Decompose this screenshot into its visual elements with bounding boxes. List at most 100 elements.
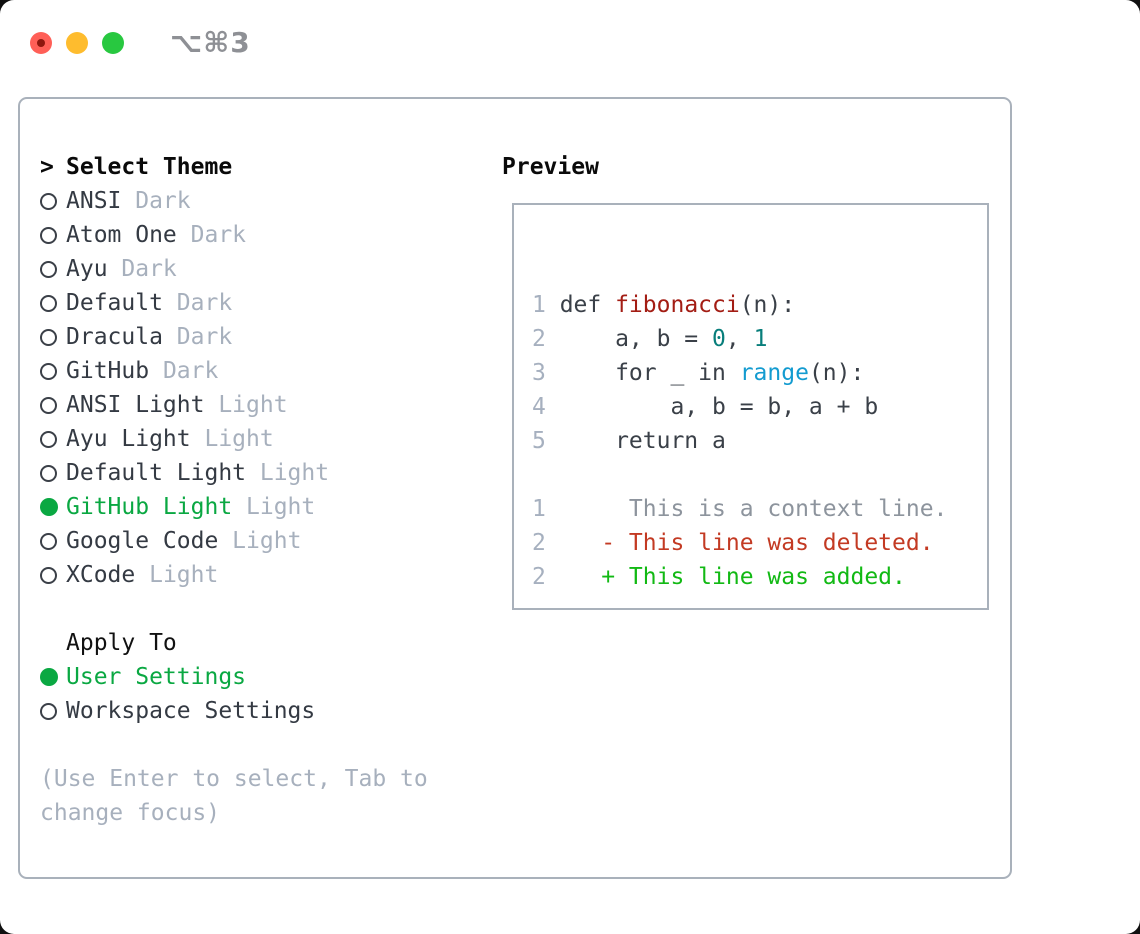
- theme-option-xcode[interactable]: XCode Light: [40, 558, 472, 592]
- theme-option-default-light[interactable]: Default Light Light: [40, 456, 472, 490]
- theme-option-label: GitHub: [66, 358, 150, 384]
- theme-option-ayu[interactable]: Ayu Dark: [40, 252, 472, 286]
- code-segment-builtin: range: [739, 360, 809, 386]
- theme-option-ansi[interactable]: ANSI Dark: [40, 184, 472, 218]
- theme-variant-tag: Dark: [176, 222, 247, 248]
- radio-icon[interactable]: [40, 702, 66, 720]
- radio-icon[interactable]: [40, 294, 66, 312]
- line-number: 1: [532, 496, 546, 522]
- radio-icon[interactable]: [40, 226, 66, 244]
- theme-variant-tag: Dark: [149, 358, 219, 384]
- theme-option-ayu-light[interactable]: Ayu Light Light: [40, 422, 472, 456]
- keyboard-hint: (Use Enter to select, Tab to change focu…: [40, 766, 428, 826]
- spacer: [40, 592, 472, 626]
- circle-glyph: [40, 328, 57, 346]
- spacer: [40, 728, 472, 762]
- code-line: 2 a, b = 0, 1: [532, 322, 971, 356]
- code-segment-base: def: [559, 292, 616, 318]
- line-number: 2: [532, 326, 546, 352]
- code-segment-base: a, b = b, a + b: [559, 394, 879, 420]
- radio-icon[interactable]: [40, 260, 66, 278]
- preview-title: Preview: [502, 154, 599, 180]
- select-theme-title: Select Theme: [66, 154, 233, 180]
- preview-blank-line: [532, 458, 971, 492]
- circle-glyph: [40, 702, 57, 720]
- theme-option-label: Dracula: [66, 324, 163, 350]
- code-line: 3 for _ in range(n):: [532, 356, 971, 390]
- code-segment-title: fibonacci: [615, 292, 740, 318]
- radio-icon[interactable]: [40, 430, 66, 448]
- preview-blank-line: [532, 254, 971, 288]
- theme-variant-tag: Light: [246, 460, 330, 486]
- apply-option-label: Workspace Settings: [66, 698, 316, 724]
- apply-option-label: User Settings: [66, 664, 247, 690]
- theme-option-github[interactable]: GitHub Dark: [40, 354, 472, 388]
- radio-icon[interactable]: [40, 566, 66, 584]
- focus-pointer-glyph: >: [40, 154, 54, 180]
- circle-glyph: [40, 294, 57, 312]
- theme-variant-tag: Dark: [162, 324, 233, 350]
- theme-variant-tag: Light: [218, 528, 302, 554]
- theme-option-label: Google Code: [66, 528, 219, 554]
- radio-icon[interactable]: [40, 192, 66, 210]
- circle-glyph: [40, 226, 57, 244]
- diff-text: + This line was added.: [559, 564, 906, 590]
- circle-glyph: [40, 362, 57, 380]
- diff-line-context: 1 This is a context line.: [532, 492, 971, 526]
- radio-icon[interactable]: [40, 464, 66, 482]
- filled-circle-glyph: [40, 668, 58, 686]
- select-theme-header: > Select Theme: [40, 150, 472, 184]
- code-line: 4 a, b = b, a + b: [532, 390, 971, 424]
- theme-option-label: Ayu Light: [66, 426, 191, 452]
- radio-icon[interactable]: [40, 328, 66, 346]
- line-number: 2: [532, 530, 546, 556]
- theme-option-google-code[interactable]: Google Code Light: [40, 524, 472, 558]
- radio-icon[interactable]: [40, 362, 66, 380]
- apply-option-user-settings[interactable]: User Settings: [40, 660, 472, 694]
- theme-option-github-light[interactable]: GitHub Light Light: [40, 490, 472, 524]
- theme-option-label: GitHub Light: [66, 494, 233, 520]
- theme-option-dracula[interactable]: Dracula Dark: [40, 320, 472, 354]
- titlebar: ⌥⌘3: [30, 26, 251, 59]
- theme-option-atom-one[interactable]: Atom One Dark: [40, 218, 472, 252]
- theme-variant-tag: Dark: [121, 188, 191, 214]
- radio-selected-icon[interactable]: [40, 498, 66, 516]
- code-segment-base: for _ in: [559, 360, 740, 386]
- theme-option-label: ANSI Light: [66, 392, 205, 418]
- circle-glyph: [40, 566, 57, 584]
- circle-glyph: [40, 430, 57, 448]
- diff-line-added: 2 + This line was added.: [532, 560, 971, 594]
- code-segment-base: return a: [559, 428, 726, 454]
- close-button-icon[interactable]: [30, 31, 52, 54]
- radio-selected-icon[interactable]: [40, 668, 66, 686]
- theme-option-label: Default: [66, 290, 163, 316]
- theme-option-label: Default Light: [66, 460, 247, 486]
- theme-option-label: Ayu: [66, 256, 108, 282]
- line-number: 3: [532, 360, 546, 386]
- circle-glyph: [40, 192, 57, 210]
- theme-option-ansi-light[interactable]: ANSI Light Light: [40, 388, 472, 422]
- apply-option-workspace-settings[interactable]: Workspace Settings: [40, 694, 472, 728]
- theme-variant-tag: Dark: [107, 256, 177, 282]
- code-segment-number: 0: [712, 326, 726, 352]
- minimize-button-icon[interactable]: [66, 31, 88, 54]
- window-title: ⌥⌘3: [170, 26, 251, 59]
- code-segment-base: a, b =: [559, 326, 713, 352]
- diff-text: - This line was deleted.: [559, 530, 934, 556]
- radio-icon[interactable]: [40, 532, 66, 550]
- code-segment-base: ,: [725, 326, 754, 352]
- line-number: 4: [532, 394, 546, 420]
- zoom-button-icon[interactable]: [102, 31, 124, 54]
- theme-option-default[interactable]: Default Dark: [40, 286, 472, 320]
- theme-variant-tag: Light: [190, 426, 274, 452]
- circle-glyph: [40, 260, 57, 278]
- radio-icon[interactable]: [40, 396, 66, 414]
- code-line: 5 return a: [532, 424, 971, 458]
- diff-preview: 1 This is a context line. 2 - This line w…: [532, 492, 971, 594]
